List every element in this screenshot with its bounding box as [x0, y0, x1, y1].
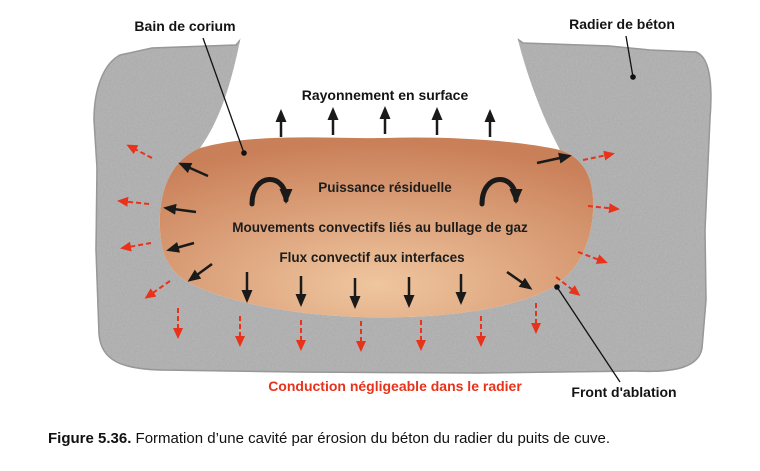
convection-loop-arrow-right	[479, 177, 523, 207]
interface-flux-arrows	[163, 152, 572, 309]
flux-arrow	[536, 152, 572, 165]
ablation-arrow	[555, 276, 581, 296]
convection-loop-arrow-left	[249, 177, 293, 207]
convection-loop-arrows	[249, 177, 523, 207]
flux-arrow	[506, 270, 533, 290]
flux-arrow	[166, 241, 195, 253]
radiation-arrows	[275, 106, 496, 137]
label-bain-de-corium: Bain de corium	[134, 18, 235, 34]
ablation-arrow	[587, 203, 620, 214]
ablation-arrow	[126, 144, 153, 159]
label-mouvements: Mouvements convectifs liés au bullage de…	[232, 220, 528, 235]
corium-pool	[159, 137, 594, 318]
radier-leader-line	[625, 35, 634, 78]
label-radier-de-beton: Radier de béton	[569, 16, 675, 32]
corium-leader-line	[202, 37, 245, 154]
ablation-leader-dot	[554, 284, 560, 290]
ablation-arrow	[577, 251, 608, 264]
figure-caption-text: Formation d’une cavité par érosion du bé…	[135, 430, 611, 447]
flux-arrow	[178, 162, 209, 178]
ablation-arrows-red	[117, 144, 620, 352]
ablation-arrow	[117, 196, 150, 207]
label-front-ablation: Front d'ablation	[571, 384, 676, 400]
label-leader-lines	[202, 35, 636, 383]
label-rayonnement: Rayonnement en surface	[302, 87, 469, 103]
flux-arrow	[163, 203, 197, 215]
flux-arrow	[187, 262, 213, 282]
label-flux: Flux convectif aux interfaces	[279, 250, 464, 265]
figure-caption: Figure 5.36. Formation d’une cavité par …	[48, 430, 728, 447]
corium-leader-dot	[241, 150, 247, 156]
radier-leader-dot	[630, 74, 636, 80]
ablation-arrow	[120, 241, 152, 252]
label-puissance: Puissance résiduelle	[318, 180, 452, 195]
ablation-leader-line	[556, 286, 621, 383]
label-conduction: Conduction négligeable dans le radier	[268, 378, 522, 394]
ablation-arrow	[144, 280, 171, 299]
ablation-arrow	[582, 150, 615, 161]
figure-5-36-diagram: Bain de corium Radier de béton Rayonneme…	[93, 16, 712, 400]
figure-number: Figure 5.36.	[48, 430, 132, 447]
